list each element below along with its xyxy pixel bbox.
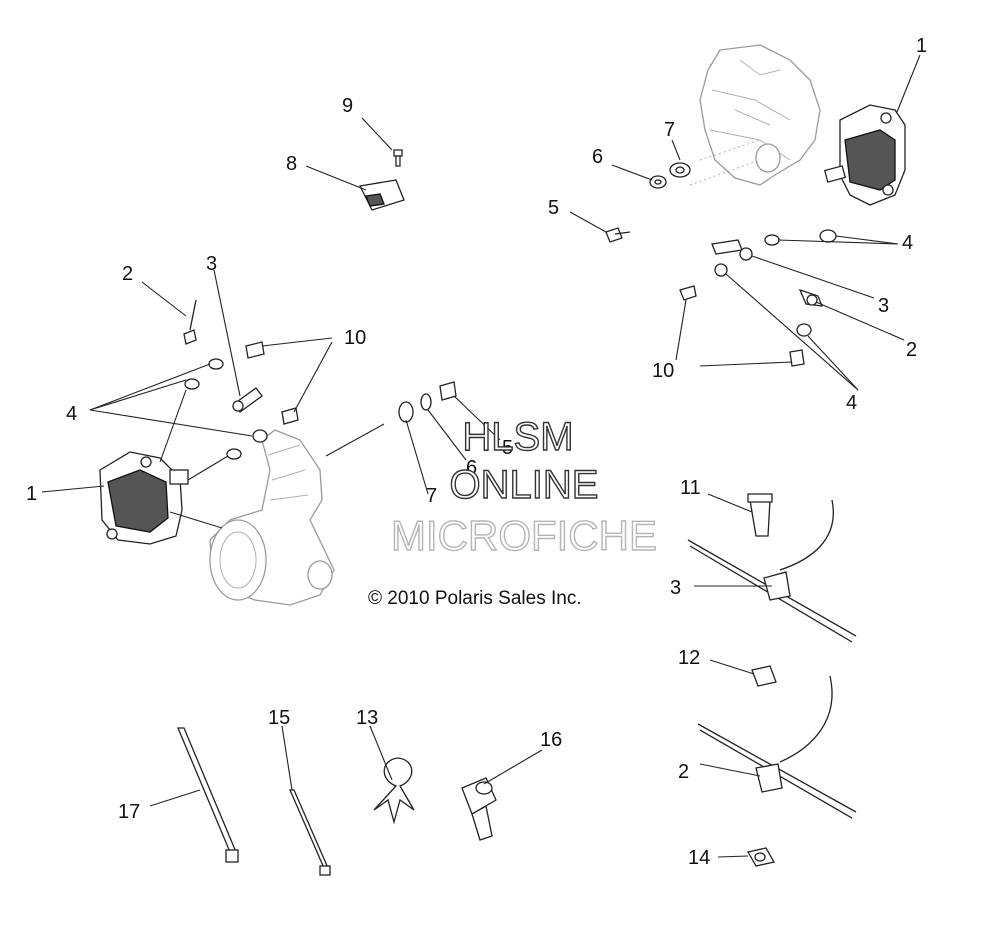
callout-labels: 1 7 6 5 4 3 2 10 4 9 8 2 3 10 4 1 5 6 7 … [26,35,927,869]
bolt-11 [749,499,771,537]
banjo-bolt-3-right [711,239,743,255]
clip-13 [373,757,415,825]
washer-4c [714,263,728,277]
callout-1-right: 1 [916,35,927,57]
washer-4-left-b [184,378,200,390]
watermark-line-3: MICROFICHE [391,512,657,559]
callout-12: 12 [678,647,700,669]
watermark: HLSM ONLINE MICROFICHE [390,414,657,559]
cable-tie-15 [289,789,329,869]
washer-7-left [398,401,414,423]
callout-2-right: 2 [906,339,917,361]
washer-4-left-d [226,448,242,460]
right-hardware [605,162,837,367]
left-leaders [41,269,501,529]
callout-6-left: 6 [466,457,477,479]
cable-ties-and-clips [149,725,543,876]
callout-4-left: 4 [66,403,77,425]
bracket-and-screw [305,117,405,211]
callout-11: 11 [680,477,701,499]
washer-4d [796,323,812,337]
washer-4a [764,234,780,246]
bolt-5-right [605,227,623,243]
watermark-line-1: HLSM [462,415,573,459]
right-knuckle-ghost [689,44,821,186]
callout-2-line: 2 [678,761,689,783]
left-brake-caliper [99,451,189,545]
callout-14: 14 [688,847,710,869]
callout-5-left: 5 [502,437,513,459]
callout-3-line: 3 [670,577,681,599]
bolt-5-left [439,381,457,401]
callout-6-right: 6 [592,146,603,168]
bolt-10-right-a [679,285,697,301]
copyright-text: © 2010 Polaris Sales Inc. [368,588,582,609]
callout-10-left: 10 [344,327,366,349]
brake-line-3-assembly [687,493,857,643]
bolt-10-right-b [789,349,805,367]
callout-17: 17 [118,801,140,823]
callout-2-left: 2 [122,263,133,285]
right-leaders [569,54,921,391]
right-brake-caliper [823,104,906,206]
left-knuckle-ghost [209,423,385,606]
watermark-line-2: ONLINE [450,463,599,507]
callout-15: 15 [268,707,290,729]
callout-7-left: 7 [426,485,437,507]
washer-4b [819,229,837,243]
banjo-2-left [183,329,197,345]
bolt-10-left-b [281,407,299,425]
washer-6-left [420,393,432,411]
callout-5-right: 5 [548,197,559,219]
bolt-10-left-a [245,341,265,359]
left-hardware [183,299,457,460]
callout-10-right: 10 [652,360,674,382]
callout-13: 13 [356,707,378,729]
nut-12 [751,665,777,687]
brake-line-2-assembly [697,659,857,867]
callout-4-right-top: 4 [902,232,913,254]
callout-16: 16 [540,729,562,751]
callout-1-left: 1 [26,483,37,505]
callout-9: 9 [342,95,353,117]
washer-4-left-a [208,358,224,370]
callout-3-left: 3 [206,253,217,275]
callout-3-right: 3 [878,295,889,317]
callout-7-right: 7 [664,119,675,141]
callout-8: 8 [286,153,297,175]
cable-tie-17 [177,727,237,853]
washer-4-left-c [252,429,268,443]
callout-4-right-bottom: 4 [846,392,857,414]
